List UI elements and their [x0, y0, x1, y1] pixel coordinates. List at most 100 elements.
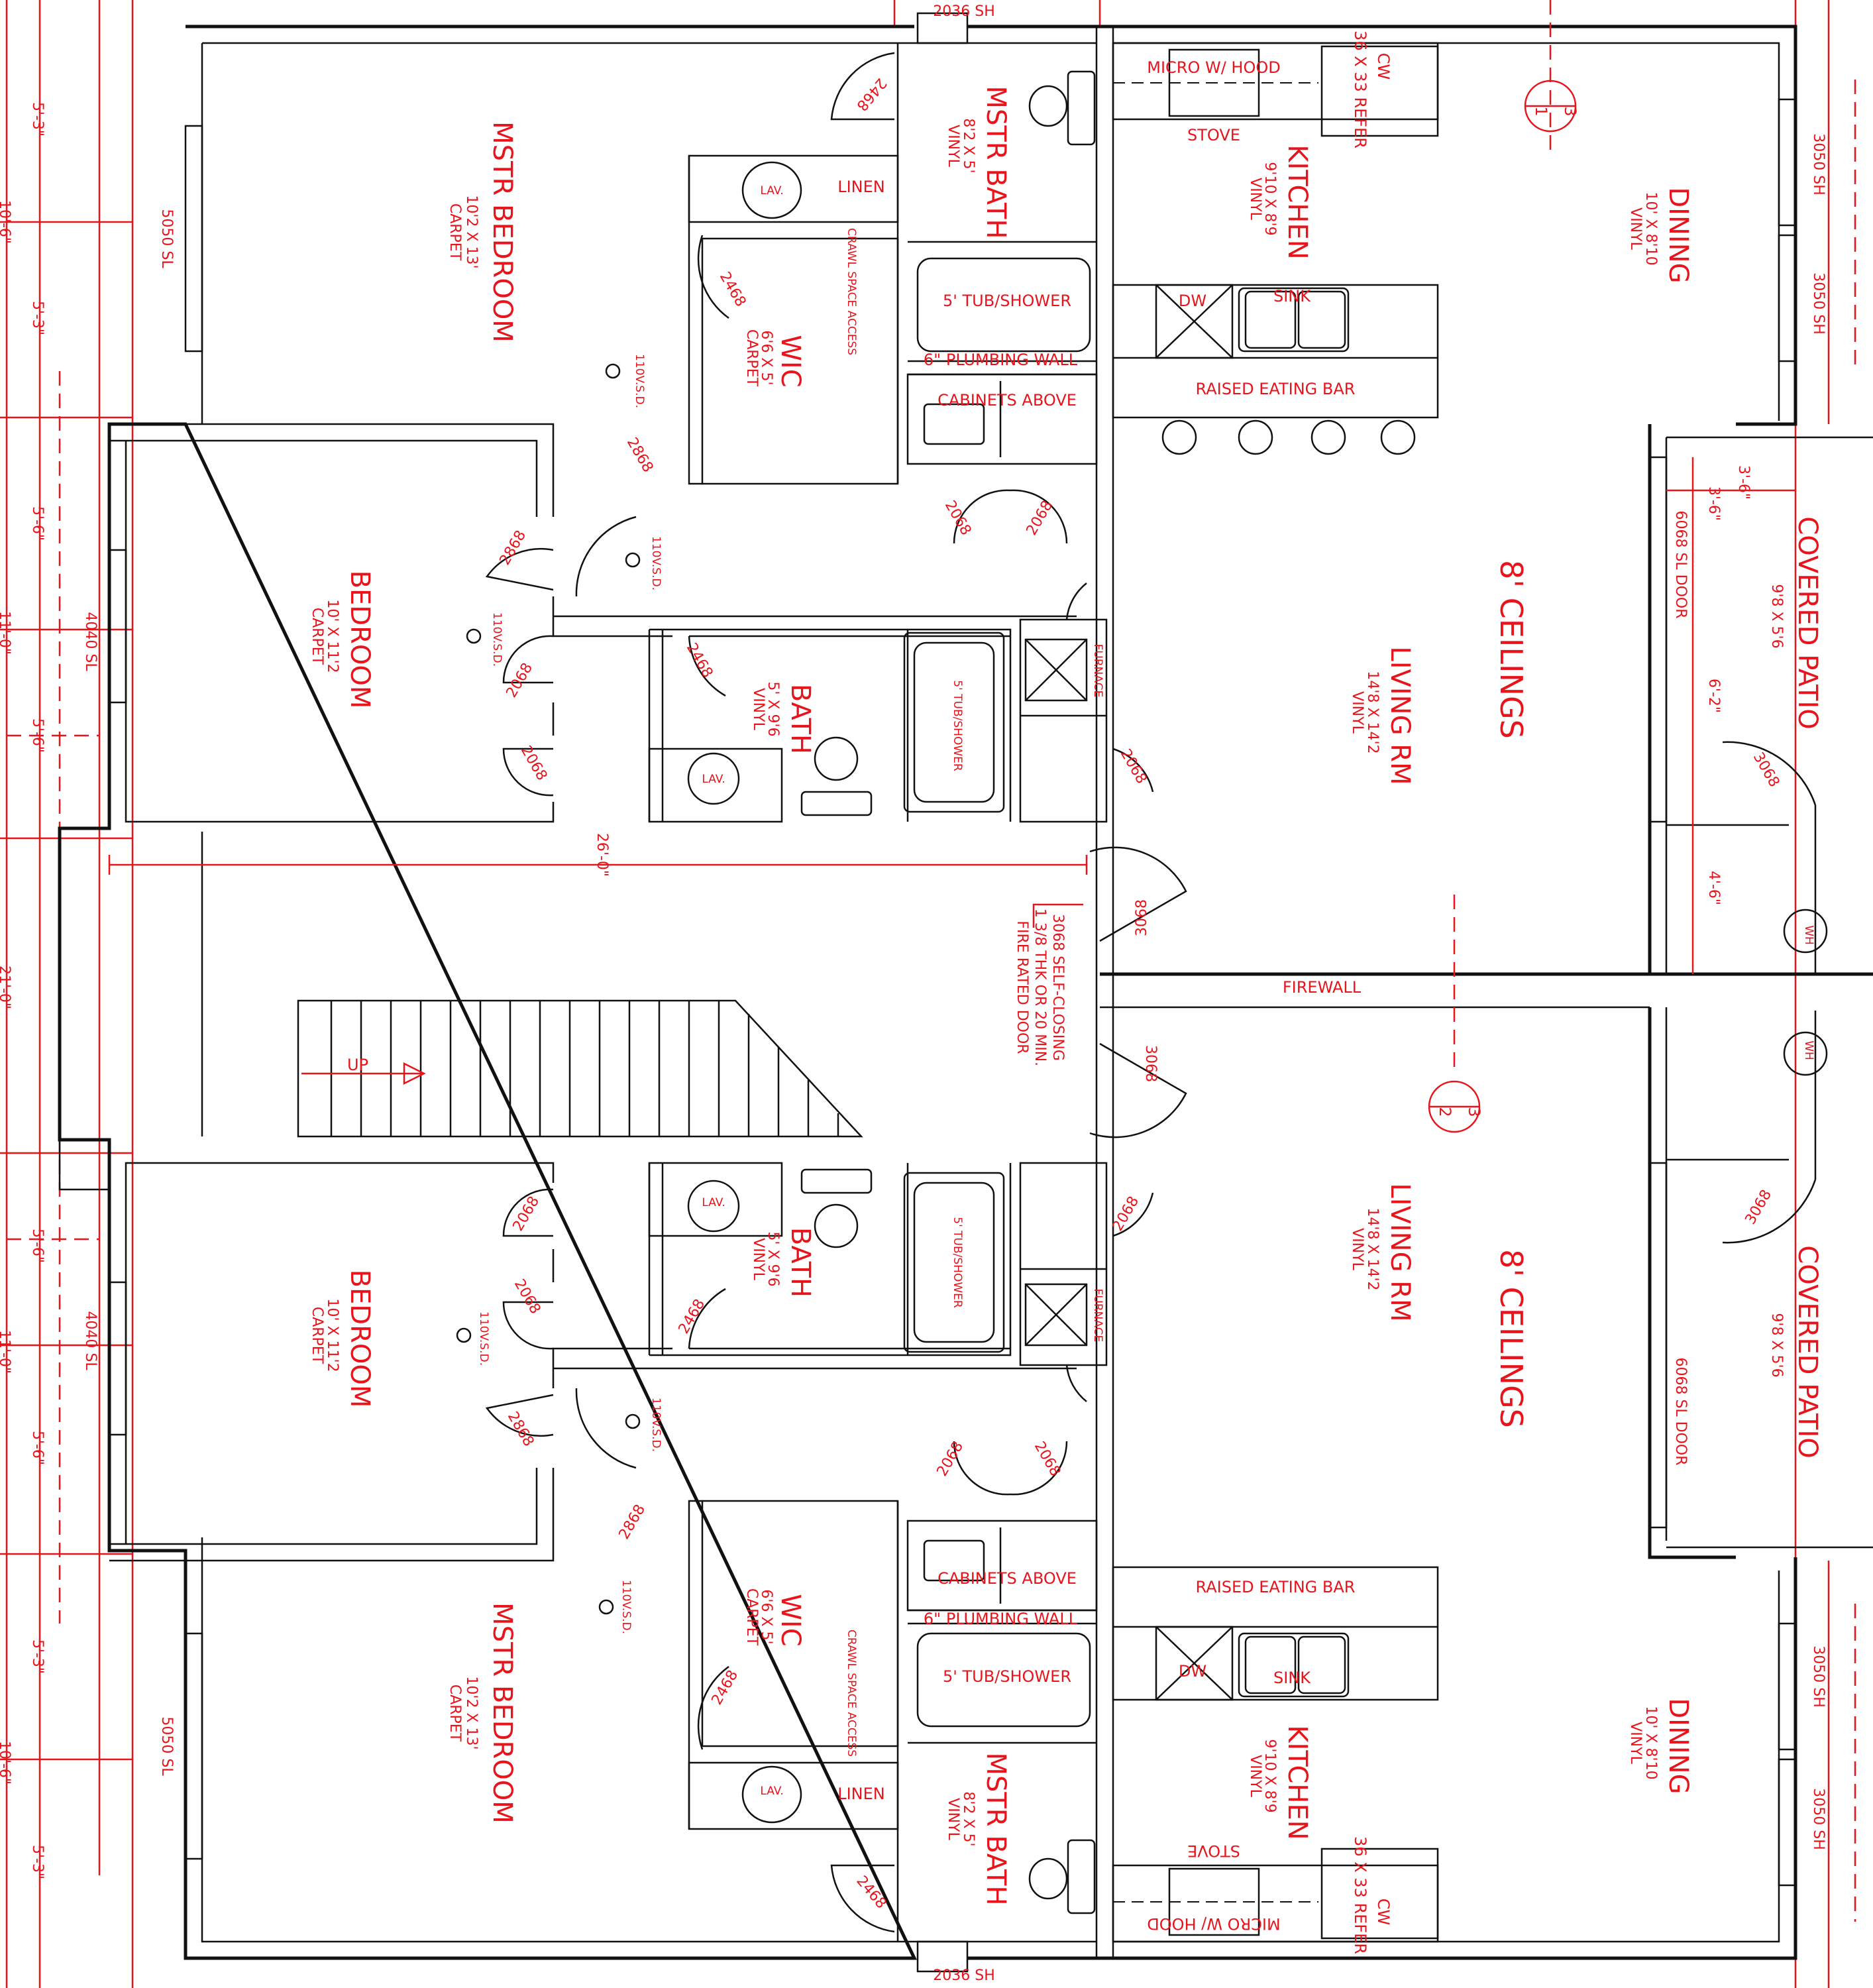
dim-left-partial-2: 11'-0" [0, 611, 13, 655]
door-lower-wh: 3068 [1742, 1187, 1776, 1227]
dim-left-3: 5'-6" [29, 506, 46, 541]
door-lower-closet-b: 2068 [510, 1193, 543, 1234]
dim-left-partial-1: 10'-6" [0, 200, 13, 244]
lower-unit [108, 1011, 1873, 1973]
window-top: 2036 SH [933, 3, 995, 20]
upper-stove: STOVE [1187, 126, 1240, 144]
window-lower-dining-a: 3050 SH [1810, 1645, 1827, 1708]
upper-wic-name: WIC [775, 335, 806, 387]
upper-wh: WH [1802, 925, 1815, 945]
upper-bath-size: 5' X 9'6 [765, 681, 781, 736]
door-upper-cab-a: 2068 [941, 498, 975, 538]
lower-stove: STOVE [1187, 1842, 1240, 1860]
upper-living-size: 14'8 X 14'2 [1364, 671, 1381, 753]
upper-mstr-bedroom-size: 10'2 X 13' [463, 195, 480, 268]
door-upper-bath: 2468 [683, 640, 716, 681]
upper-bath-finish: VINYL [750, 688, 767, 730]
door-lower-bath: 2468 [676, 1296, 709, 1337]
lower-patio-door: 6068 SL DOOR [1672, 1357, 1689, 1465]
lower-mstr-bedroom-size: 10'2 X 13' [463, 1676, 480, 1749]
lower-wic-finish: CARPET [743, 1588, 760, 1646]
window-bottom: 2036 SH [933, 1967, 995, 1984]
lower-cw: CW [1374, 1899, 1393, 1926]
section-marker-1: 3 1 [1524, 0, 1579, 152]
fire-door-leader [1032, 903, 1083, 928]
dim-left-partial-4: 11'-0" [0, 1330, 13, 1374]
upper-bedroom-name: BEDROOM [345, 571, 375, 709]
lower-unit-labels: MSTR BEDROOM 10'2 X 13' CARPET MSTR BATH… [309, 1183, 1823, 1905]
door-lower-hall: 2868 [616, 1502, 649, 1542]
door-upper-wic: 2468 [716, 269, 749, 309]
lower-mstr-bedroom-name: MSTR BEDROOM [487, 1602, 517, 1824]
upper-bedroom-size: 10' X 11'2 [324, 599, 341, 673]
patio-dim-4: 4'-6" [1705, 871, 1722, 905]
lower-mstr-bath-finish: VINYL [945, 1798, 961, 1840]
width-dim-label: 26'-0" [594, 833, 610, 877]
door-lower-bedroom: 2868 [504, 1409, 537, 1449]
upper-plumbing-wall: 6" PLUMBING WALL [924, 351, 1078, 369]
fire-note-line-3: FIRE RATED DOOR [1014, 920, 1030, 1054]
lower-patio-size: 9'8 X 5'6 [1768, 1313, 1785, 1377]
upper-bath-name: BATH [785, 684, 816, 754]
dim-left-partial-5: 10'-6" [0, 1741, 13, 1785]
smoke-6: 110V.S.D. [619, 1580, 633, 1634]
door-lower-furnace: 2068 [1110, 1193, 1143, 1234]
upper-crawl: CRAWL SPACE ACCESS [845, 228, 858, 355]
upper-wic-finish: CARPET [743, 329, 760, 387]
lower-kitchen-name: KITCHEN [1282, 1725, 1312, 1840]
exterior-walls [58, 25, 1797, 1960]
dim-left-4: 5'-6" [29, 718, 46, 753]
patio-dim-1: 3'-6" [1735, 465, 1752, 500]
stair [297, 999, 863, 1138]
firewall-label: FIREWALL [1283, 978, 1362, 997]
smoke-2: 110V.S.D. [649, 536, 663, 590]
left-dimension-labels: 5'-3" 5'-3" 5'-6" 5'-6" 5'-6" 5'-6" 5'-3… [0, 102, 46, 1879]
lower-mstr-bath-name: MSTR BATH [981, 1752, 1011, 1905]
door-upper-closet-a: 2068 [504, 660, 537, 700]
lower-sink: SINK [1273, 1669, 1311, 1687]
upper-cabinets-above: CABINETS ABOVE [937, 391, 1077, 410]
dim-left-8: 5'-3" [29, 1845, 46, 1879]
upper-patio-door: 6068 SL DOOR [1672, 510, 1689, 618]
lower-wh: WH [1802, 1040, 1815, 1060]
upper-kitchen-size: 9'10 X 8'9 [1261, 162, 1278, 235]
dim-left-2: 5'-3" [29, 301, 46, 335]
upper-eating-bar: RAISED EATING BAR [1196, 380, 1356, 398]
upper-kitchen-name: KITCHEN [1282, 144, 1312, 259]
door-upper-wh: 3068 [1750, 749, 1783, 790]
lower-refer: 36 X 33 REFER [1351, 1836, 1369, 1954]
door-lower-cab-a: 2068 [934, 1439, 967, 1479]
lower-plumbing-wall: 6" PLUMBING WALL [924, 1610, 1078, 1628]
upper-mstr-bath-finish: VINYL [945, 125, 961, 167]
upper-cw: CW [1374, 53, 1393, 80]
upper-sink: SINK [1273, 287, 1311, 305]
lower-mstr-bedroom-finish: CARPET [447, 1684, 463, 1742]
dim-left-1: 5'-3" [29, 102, 46, 137]
smoke-4: 110V.S.D. [477, 1311, 490, 1366]
upper-bath-tub: 5' TUB/SHOWER [951, 680, 964, 771]
width-dimension: 26'-0" [108, 833, 1088, 877]
dim-left-7: 5'-3" [29, 1639, 46, 1674]
upper-mstr-bedroom-name: MSTR BEDROOM [487, 121, 517, 343]
upper-wic-lav: LAV. [760, 184, 783, 197]
lower-living-size: 14'8 X 14'2 [1364, 1207, 1381, 1290]
dim-left-partial-3: 21'-0" [0, 966, 13, 1009]
section-marker-2: 3 2 [1428, 1080, 1483, 1133]
dim-left-5: 5'-6" [29, 1229, 46, 1263]
lower-dw: DW [1179, 1662, 1206, 1681]
section-1-sheet: 1 [1532, 106, 1550, 116]
window-lower-mstr: 5050 SL [158, 1716, 175, 1776]
upper-patio-name: COVERED PATIO [1792, 516, 1823, 729]
door-upper-fire: 3068 [1134, 899, 1150, 936]
lower-ceilings: 8' CEILINGS [1493, 1249, 1529, 1428]
fire-note-line-1: 3068 SELF-CLOSING [1049, 914, 1066, 1061]
door-lower-cab-b: 2068 [1031, 1439, 1064, 1479]
patio-dimensions: 3'-6" 3'-6" 6'-2" 4'-6" [1666, 457, 1795, 974]
dim-left-6: 5'-6" [29, 1431, 46, 1465]
upper-bedroom-finish: CARPET [309, 608, 325, 665]
lower-dining-finish: VINYL [1627, 1722, 1644, 1764]
lower-wic-name: WIC [775, 1594, 806, 1646]
door-lower-wic: 2468 [709, 1667, 742, 1708]
lower-patio-name: COVERED PATIO [1792, 1245, 1823, 1458]
